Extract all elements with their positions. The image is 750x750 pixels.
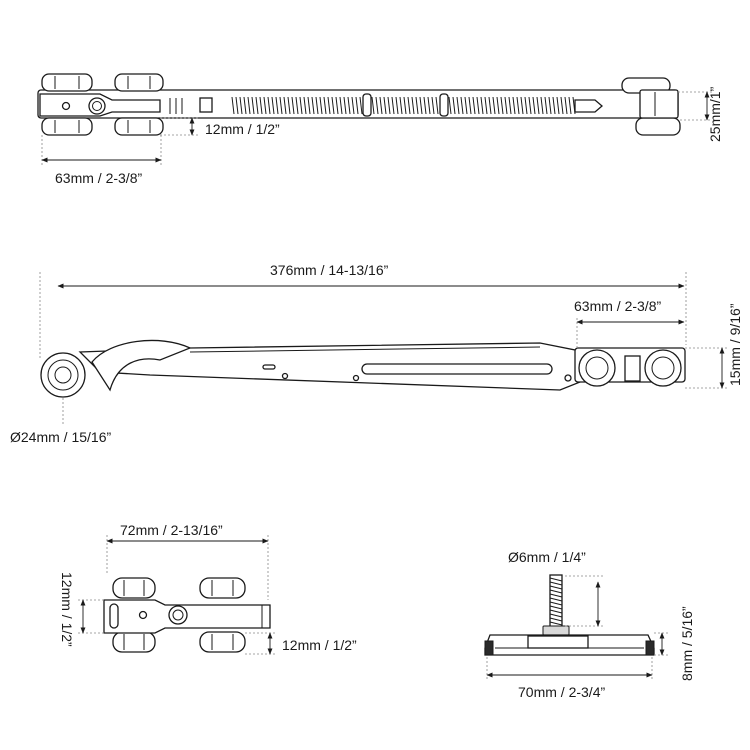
top-view-offset-label: 12mm / 1/2” <box>205 121 280 137</box>
top-view-width-label: 63mm / 2-3/8” <box>55 170 142 186</box>
hole-icon <box>138 610 148 620</box>
side-view-slot <box>361 363 553 375</box>
spring-end-cap <box>574 99 603 113</box>
top-view-end-block <box>639 89 679 119</box>
side-view-carriage-label: 63mm / 2-3/8” <box>574 298 661 314</box>
carriage-width-label: 72mm / 2-13/16” <box>120 522 223 538</box>
top-view: 63mm / 2-3/8” 12mm / 1/2” 25mm/1” <box>37 73 723 186</box>
top-view-wheel <box>114 73 164 92</box>
hole-icon <box>61 101 71 111</box>
top-view-wheel <box>41 73 93 92</box>
spring-coupler <box>439 93 449 117</box>
carriage-offset-label: 12mm / 1/2” <box>282 637 357 653</box>
bolt-icon <box>88 97 106 115</box>
side-view-wheel <box>40 352 86 398</box>
side-view-hook <box>91 339 192 392</box>
side-view-wheel <box>644 349 682 387</box>
top-view-wheel <box>114 117 164 136</box>
top-view-clip <box>199 97 213 113</box>
bracket-plate <box>527 635 589 649</box>
top-view-spring <box>371 96 439 115</box>
spring-coupler <box>362 93 372 117</box>
bracket-foot <box>645 640 655 656</box>
carriage-wheel <box>199 577 246 599</box>
bracket-nut <box>542 625 570 636</box>
carriage-wheel <box>112 577 156 599</box>
top-view-wheel <box>635 117 681 136</box>
side-view-wheel-label: Ø24mm / 15/16” <box>10 429 111 445</box>
top-view-wheel <box>41 117 93 136</box>
carriage-height-label: 12mm / 1/2” <box>59 572 75 647</box>
side-view-block <box>624 355 641 382</box>
side-view-height-label: 15mm / 9/16” <box>727 303 743 386</box>
bolt-icon <box>168 605 188 625</box>
bracket-width-label: 70mm / 2-3/4” <box>518 684 605 700</box>
top-view-spring <box>448 96 576 115</box>
top-view-spring <box>231 96 363 115</box>
bracket-height-label: 8mm / 5/16” <box>679 606 695 681</box>
bolt-threads <box>549 577 563 626</box>
carriage-wheel <box>199 631 246 653</box>
carriage-view: 72mm / 2-13/16” 12mm / 1/2” 12mm / 1/2” <box>59 522 357 655</box>
side-view-wheel <box>578 349 616 387</box>
side-view: 376mm / 14-13/16” 63mm / 2-3/8” 15mm / 9… <box>10 262 743 445</box>
side-view-length-label: 376mm / 14-13/16” <box>270 262 389 278</box>
bracket-bolt-label: Ø6mm / 1/4” <box>508 549 586 565</box>
carriage-wheel <box>112 631 156 653</box>
top-view-height-label: 25mm/1” <box>707 86 723 142</box>
bracket-view: Ø6mm / 1/4” 8mm / 5/16” 70mm / 2-3/4” <box>484 549 695 700</box>
bracket-foot <box>484 640 494 656</box>
